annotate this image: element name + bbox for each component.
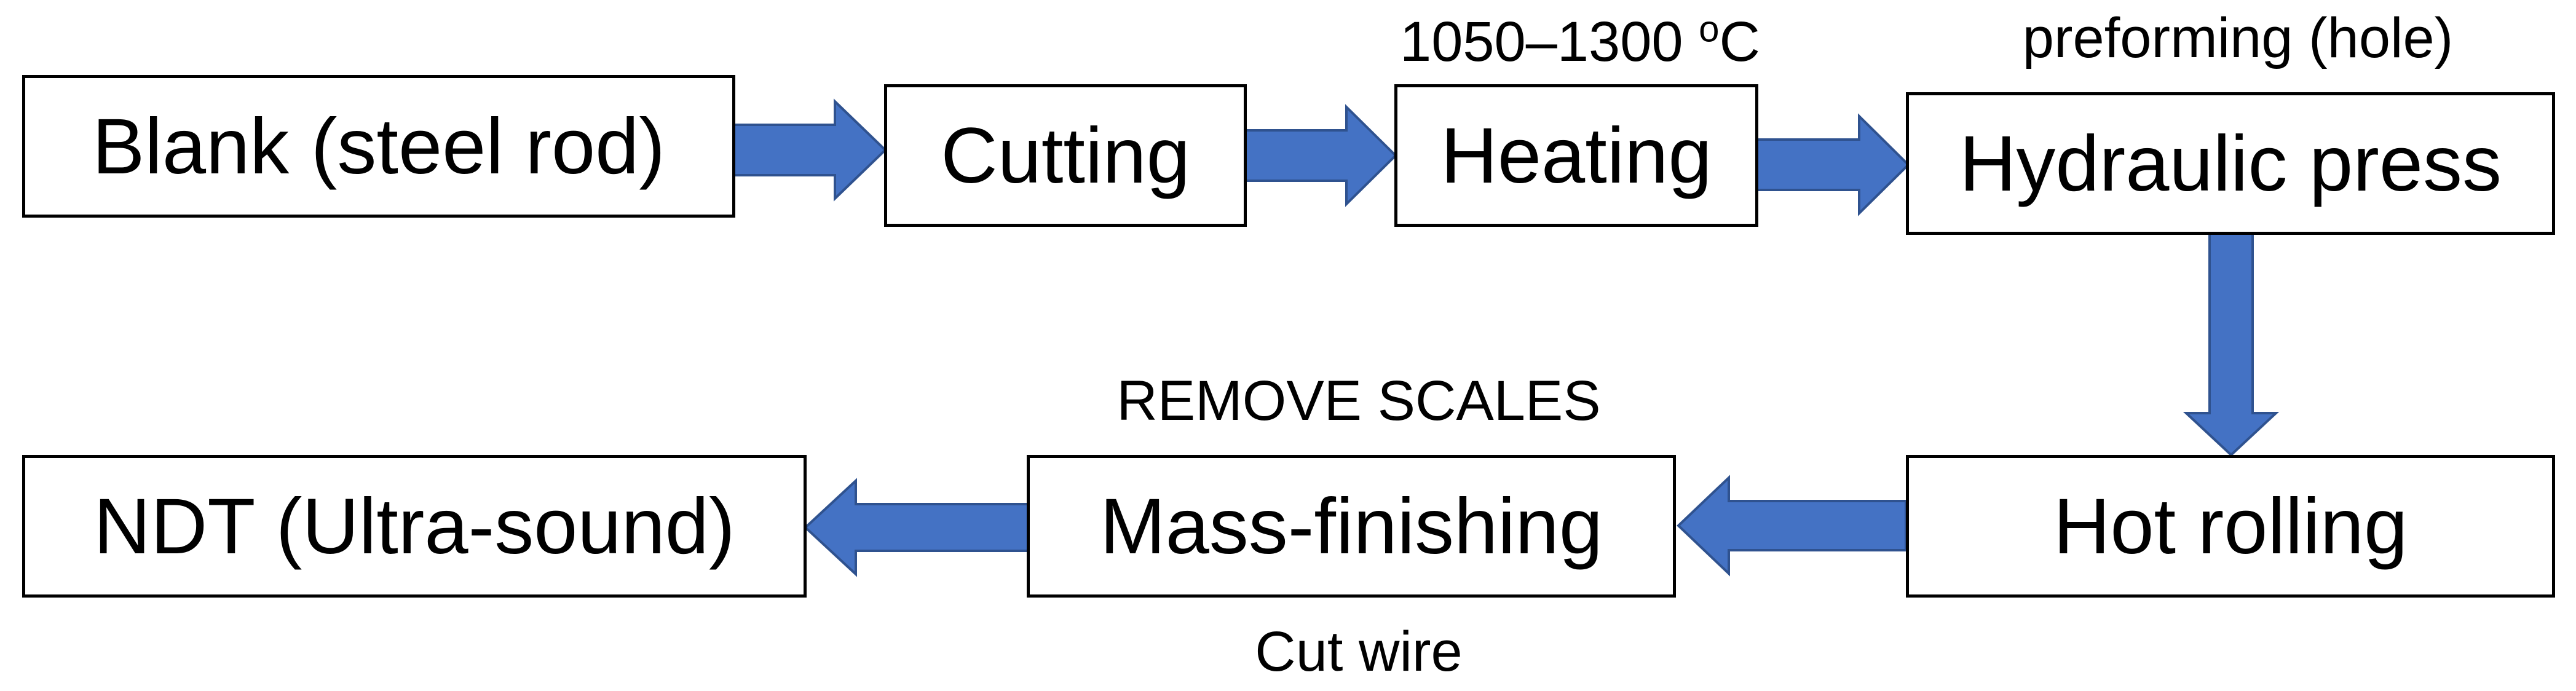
arrow-blank-to-cutting	[732, 98, 887, 202]
node-mass-finishing: Mass-finishing	[1027, 455, 1676, 598]
node-blank-steel-rod: Blank (steel rod)	[22, 75, 735, 218]
node-hydraulic-press: Hydraulic press	[1906, 92, 2555, 235]
annotation-heating-temperature: 1050–1300 oC	[1377, 10, 1783, 74]
temperature-range: 1050–1300	[1400, 10, 1683, 73]
node-hot-rolling: Hot rolling	[1906, 455, 2555, 598]
annotation-cut-wire: Cut wire	[1255, 620, 1463, 683]
arrow-hot-rolling-to-mass-finishing	[1677, 475, 1907, 577]
temperature-unit: C	[1719, 10, 1760, 73]
annotation-preforming-hole: preforming (hole)	[2022, 7, 2454, 69]
arrow-mass-finishing-to-ndt	[804, 478, 1031, 577]
node-heating: Heating	[1394, 84, 1758, 227]
annotation-remove-scales: REMOVE SCALES	[1116, 369, 1601, 432]
arrow-heating-to-press	[1756, 113, 1910, 216]
node-ndt-ultra-sound: NDT (Ultra-sound)	[22, 455, 807, 598]
node-cutting: Cutting	[884, 84, 1247, 227]
degree-sign: o	[1699, 8, 1720, 50]
arrow-cutting-to-heating	[1243, 104, 1397, 207]
arrow-press-to-hot-rolling	[2183, 231, 2280, 457]
